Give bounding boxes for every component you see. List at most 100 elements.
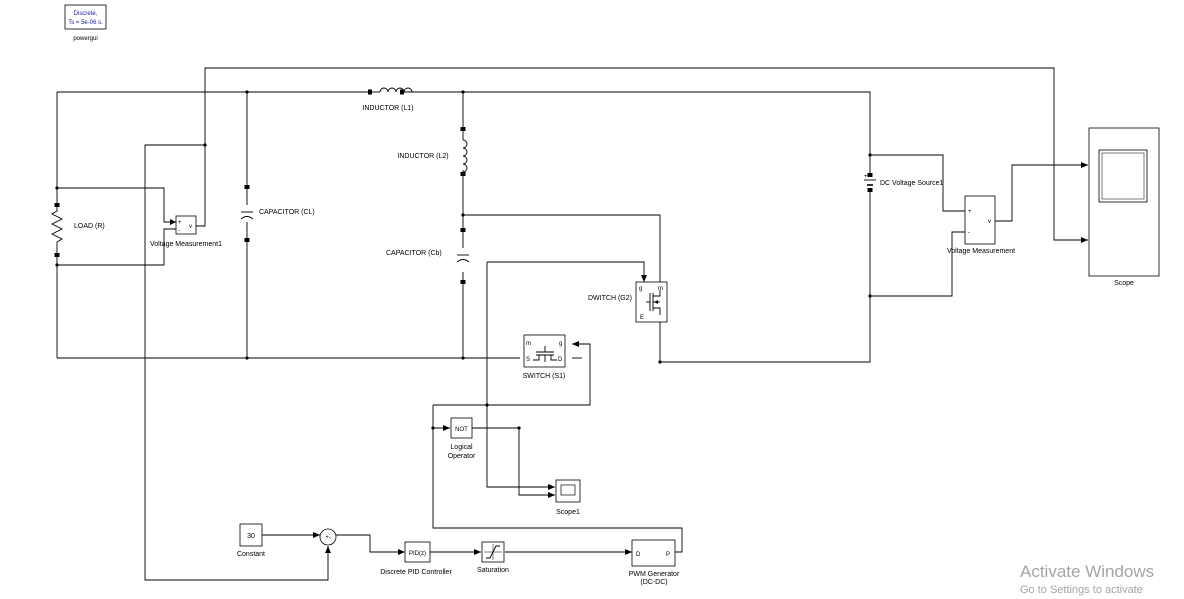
pid-text: PID(z)	[409, 551, 426, 557]
load-port-bottom[interactable]	[54, 253, 60, 257]
pid-label: Discrete PID Controller	[380, 569, 452, 576]
saturation-label: Saturation	[477, 567, 509, 574]
not-text: NOT	[455, 427, 468, 433]
sum-block[interactable]: +-	[319, 528, 337, 546]
junction-dot	[461, 213, 465, 217]
arrowheads	[170, 162, 1088, 555]
pwm-generator-box[interactable]	[631, 539, 676, 567]
arrowhead	[325, 546, 331, 553]
junctions	[55, 90, 872, 430]
junction-dot	[203, 143, 207, 147]
junction-dot	[245, 90, 249, 94]
junction-dot	[55, 186, 59, 190]
capacitor-cl-block[interactable]: CAPACITOR (CL)	[240, 185, 315, 242]
voltage-measurement-label: Voltage Measurement	[947, 248, 1015, 255]
junction-dot	[245, 356, 249, 360]
logical-operator-box[interactable]	[450, 417, 473, 439]
switch-g2-block[interactable]: g E m DWITCH (G2)	[588, 281, 668, 323]
logical-operator-block[interactable]: NOT Logical Operator	[448, 417, 476, 460]
powergui-box[interactable]	[64, 4, 107, 30]
switch-s1-s-port: S	[526, 357, 530, 363]
arrowhead	[313, 532, 320, 538]
capacitor-cb-label: CAPACITOR (Cb)	[386, 250, 442, 257]
inductor-l1-port-right[interactable]	[400, 89, 404, 95]
pid-block[interactable]: PID(z) Discrete PID Controller	[380, 541, 452, 576]
arrowhead	[443, 425, 450, 431]
wire-feedback	[144, 144, 329, 581]
load-port-top[interactable]	[54, 203, 60, 207]
switch-s1-label: SWITCH (S1)	[523, 373, 566, 380]
inductor-l2-block[interactable]: INDUCTOR (L2)	[397, 127, 468, 176]
inductor-l1-port-left[interactable]	[368, 89, 372, 95]
inductor-l1-coil-icon	[379, 87, 413, 93]
constant-label: Constant	[237, 551, 265, 558]
arrowhead	[548, 484, 555, 490]
capacitor-cl-label: CAPACITOR (CL)	[259, 209, 315, 216]
arrowhead	[1081, 162, 1088, 168]
inductor-l1-label: INDUCTOR (L1)	[362, 105, 413, 112]
wire-not-to-scope1	[472, 427, 555, 496]
switch-s1-block[interactable]: m g S D SWITCH (S1)	[523, 334, 566, 380]
arrowhead	[398, 549, 405, 555]
voltage-measurement1-box[interactable]	[175, 215, 197, 235]
vm1-minus-port: -	[178, 228, 180, 234]
wires	[56, 67, 1088, 581]
inductor-l1-block[interactable]: INDUCTOR (L1)	[362, 87, 414, 112]
constant-block[interactable]: 30 Constant	[237, 523, 265, 558]
constant-box[interactable]	[239, 523, 263, 547]
arrowhead	[474, 549, 481, 555]
dc-source-block[interactable]: + DC Voltage Source1	[864, 173, 944, 192]
inductor-l2-port-bottom[interactable]	[460, 172, 466, 176]
wire-pwm-out	[432, 405, 683, 553]
load-block[interactable]: LOAD (R)	[50, 203, 105, 257]
scope1-block[interactable]: Scope1	[555, 479, 581, 516]
dc-source-port-bottom[interactable]	[867, 188, 873, 192]
voltage-measurement1-label: Voltage Measurement1	[150, 241, 222, 248]
wire-node-to-g2	[463, 214, 661, 282]
scope1-box[interactable]	[555, 479, 581, 503]
inductor-l2-label: INDUCTOR (L2)	[397, 153, 448, 160]
voltage-measurement-block[interactable]: + - v Voltage Measurement	[947, 195, 1015, 255]
switch-g2-box[interactable]	[635, 281, 668, 323]
vm1-v-port: v	[189, 224, 192, 230]
wire-sum-to-pid	[336, 534, 405, 553]
mosfet-icon	[533, 346, 557, 362]
scope-screen-inner	[1101, 152, 1145, 200]
wire-gate-g2	[487, 261, 645, 282]
scope-block[interactable]: Scope	[1088, 127, 1160, 287]
powergui-line1: Discrete,	[74, 11, 98, 17]
capacitor-cb-port-top[interactable]	[460, 228, 466, 232]
pid-box[interactable]	[404, 541, 431, 563]
capacitor-cl-port-top[interactable]	[244, 185, 250, 189]
junction-dot	[431, 426, 435, 430]
arrowhead	[641, 275, 647, 282]
wire-top-rail-right	[402, 91, 871, 175]
wire-vm-to-scope	[995, 164, 1088, 222]
sum-signs: +-	[325, 535, 331, 541]
dc-source-port-top[interactable]	[867, 173, 873, 177]
inductor-l2-coil-icon	[462, 139, 468, 173]
powergui-block[interactable]: Discrete, Ts = 5e-06 s. powergui	[64, 4, 107, 42]
activate-windows-title: Activate Windows	[1020, 562, 1155, 581]
sum-circle[interactable]	[319, 528, 337, 546]
capacitor-cb-block[interactable]: CAPACITOR (Cb)	[386, 228, 470, 284]
resistor-icon	[50, 207, 64, 253]
switch-s1-box[interactable]	[523, 334, 566, 368]
scope-screen-icon	[1098, 149, 1148, 203]
vm-plus-port: +	[968, 209, 972, 215]
voltage-measurement1-block[interactable]: + - v Voltage Measurement1	[150, 215, 222, 248]
inductor-l2-port-top[interactable]	[460, 127, 466, 131]
junction-dot	[461, 356, 465, 360]
wire-vm-plus	[870, 154, 965, 212]
powergui-line2: Ts = 5e-06 s.	[68, 20, 103, 26]
wire-bottom-rail-right	[660, 190, 871, 363]
switch-s1-g-port: g	[559, 341, 562, 347]
dc-source-plus-sign: +	[864, 174, 868, 180]
capacitor-cb-port-bottom[interactable]	[460, 280, 466, 284]
voltage-measurement-box[interactable]	[964, 195, 996, 245]
saturation-block[interactable]: Saturation	[477, 541, 509, 574]
capacitor-cl-port-bottom[interactable]	[244, 238, 250, 242]
pwm-generator-block[interactable]: D P PWM Generator (DC-DC)	[629, 539, 680, 586]
switch-g2-m-port: m	[658, 286, 663, 292]
junction-dot	[868, 153, 872, 157]
